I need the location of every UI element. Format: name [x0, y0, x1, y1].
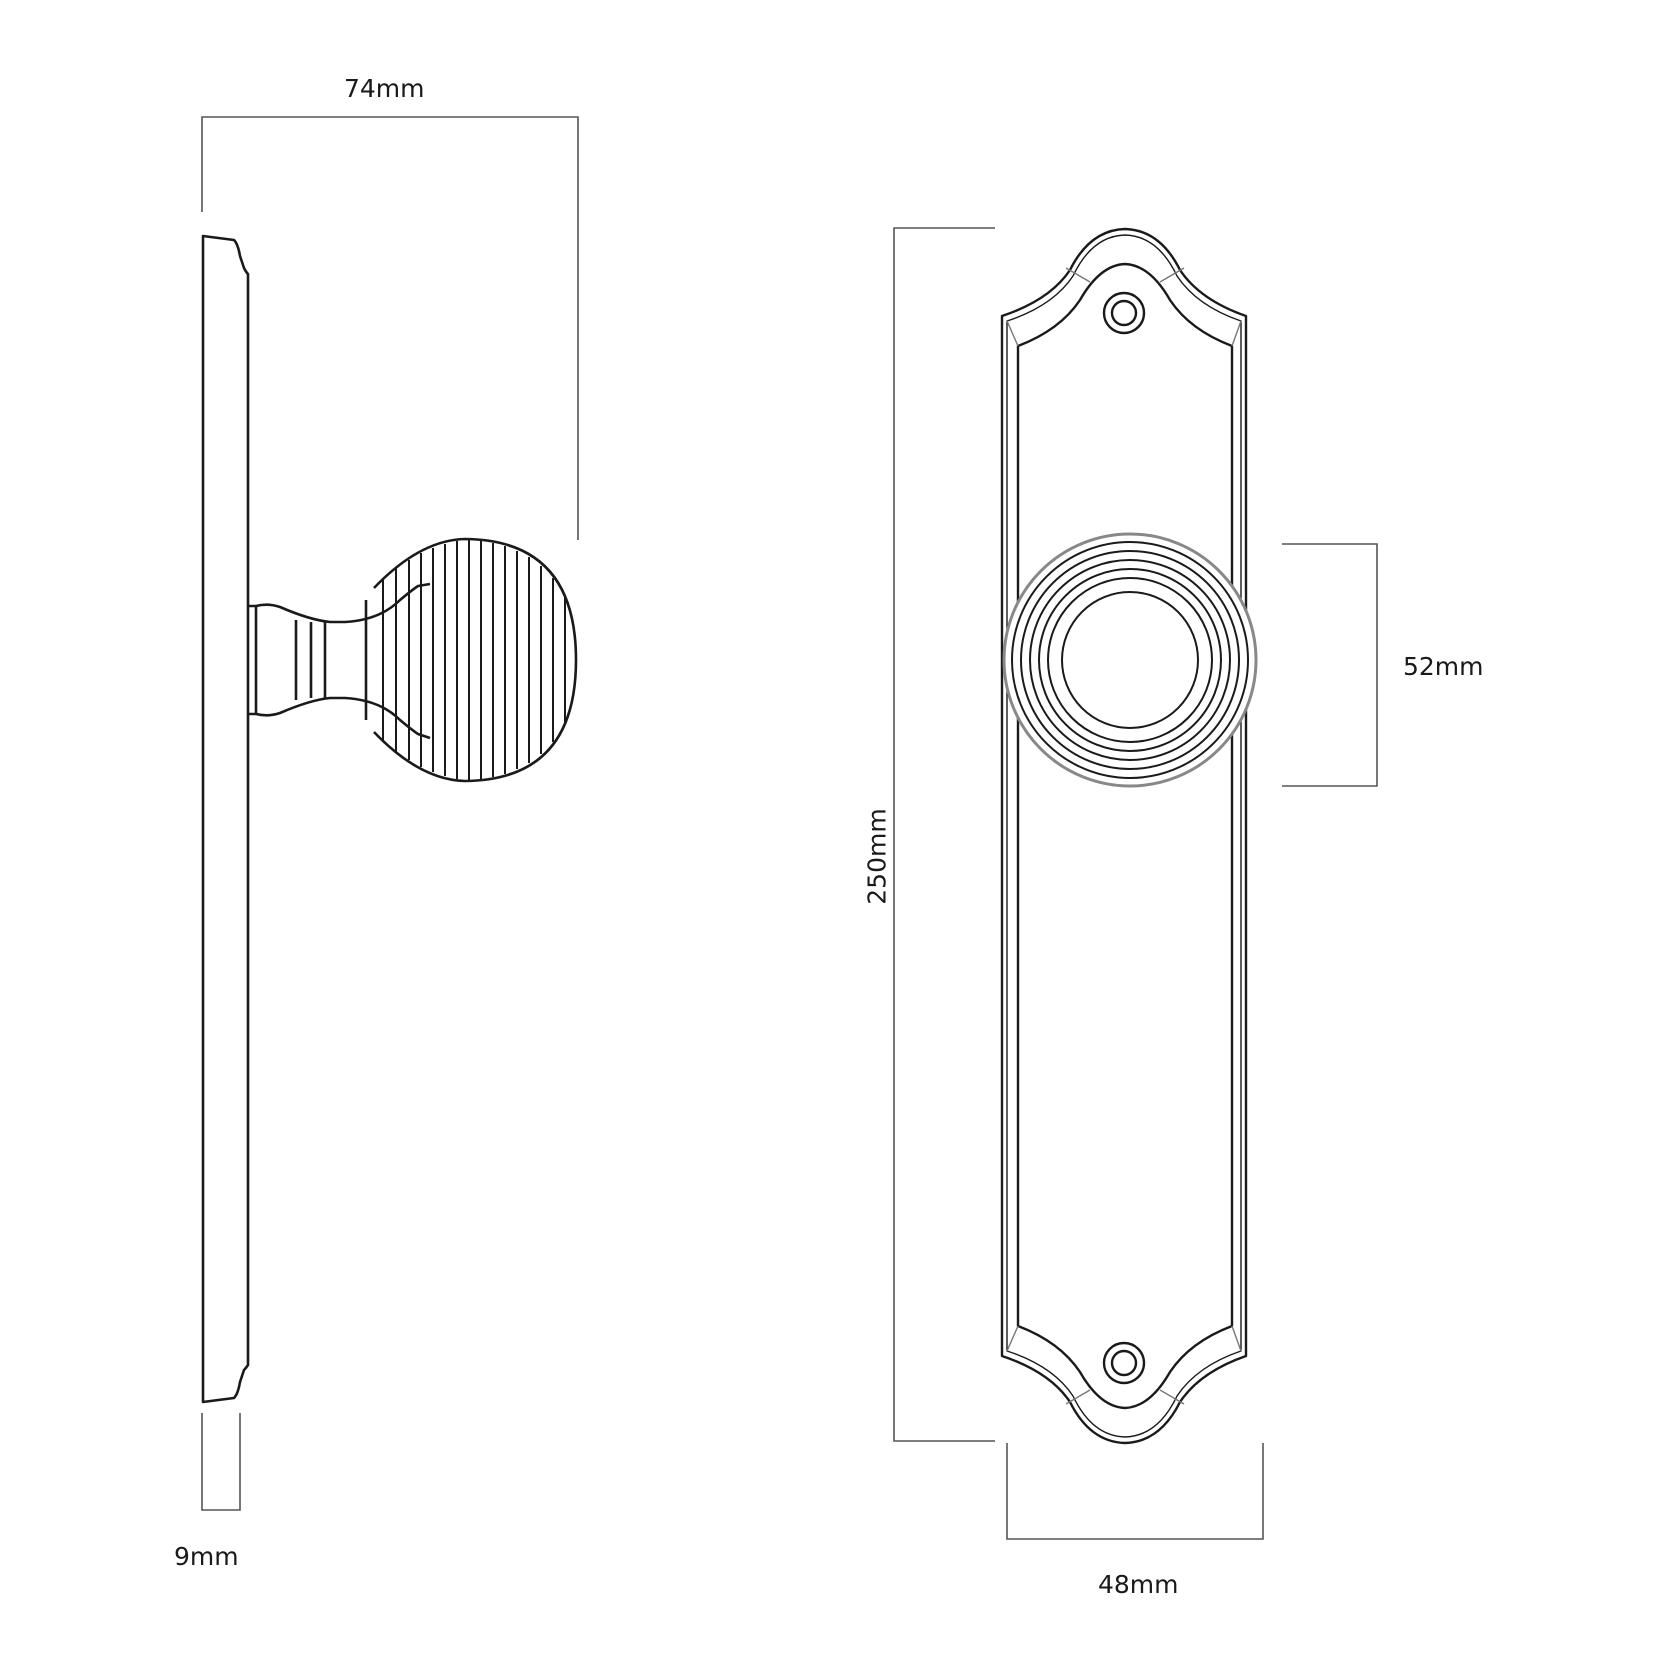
dim-label-52mm: 52mm: [1403, 652, 1484, 681]
dim-9mm-bracket: [201, 1413, 241, 1511]
knob-front: [1002, 532, 1258, 788]
reeding-lines: [382, 540, 566, 780]
screw-hole-top: [1102, 291, 1146, 335]
side-backplate-profile: [201, 234, 250, 1404]
front-dimensions: [893, 227, 1378, 1540]
dim-label-48mm: 48mm: [1098, 1570, 1179, 1599]
backplate-outline-inner: [1006, 234, 1242, 1438]
backplate-outline: [1000, 227, 1248, 1445]
side-view: [201, 234, 578, 1404]
front-view: [1000, 227, 1258, 1445]
backplate-center-panel: [1016, 262, 1234, 1410]
dim-label-9mm: 9mm: [174, 1542, 239, 1571]
side-knob-neck-lower: [248, 696, 431, 740]
dim-48mm-bracket: [1006, 1443, 1264, 1540]
side-knob-neck: [248, 582, 431, 624]
dim-250mm-bracket: [893, 227, 995, 1442]
side-dimensions: [201, 116, 579, 1511]
bevel-lines: [1006, 267, 1242, 1405]
dim-52mm-bracket: [1282, 543, 1378, 787]
dim-74mm-bracket: [201, 116, 579, 540]
side-knob-ball: [373, 537, 578, 783]
screw-hole-bottom: [1102, 1341, 1146, 1385]
dim-label-74mm: 74mm: [344, 74, 425, 103]
dim-label-250mm: 250mm: [862, 808, 892, 905]
